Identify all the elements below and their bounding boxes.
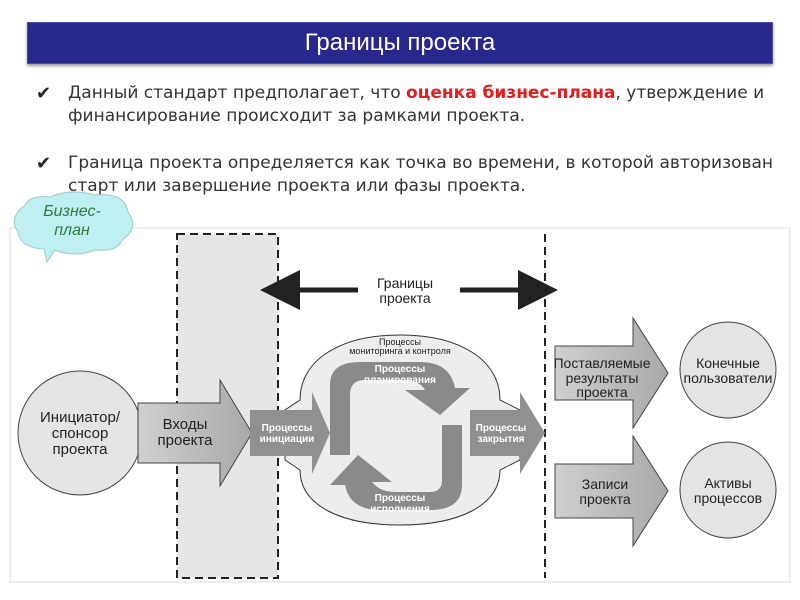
check-icon: ✔ xyxy=(36,83,52,104)
callout-text: Бизнес-план xyxy=(43,203,101,239)
deliverables-arrow xyxy=(554,316,669,430)
business-plan-callout xyxy=(13,191,134,264)
execution-arrow xyxy=(330,425,462,510)
assets-circle xyxy=(679,441,777,539)
inputs-arrow xyxy=(137,378,253,488)
bullet-1-highlight: оценка бизнес-плана xyxy=(406,83,616,103)
bullet-1: ✔ Данный стандарт предполагает, что оцен… xyxy=(36,82,776,128)
bullet-2-text: Граница проекта определяется как точка в… xyxy=(68,153,774,196)
bullet-2: ✔ Граница проекта определяется как точка… xyxy=(36,152,776,198)
planning-arrow xyxy=(330,362,470,455)
check-icon: ✔ xyxy=(36,153,52,174)
closing-arrow xyxy=(470,392,545,474)
bullet-1-text-end: , утверждение и финансирование происходи… xyxy=(68,83,765,126)
slide-title: Границы проекта xyxy=(27,22,773,64)
bullet-1-text: Данный стандарт предполагает, что xyxy=(68,83,407,103)
records-arrow xyxy=(554,434,669,548)
end-users-circle xyxy=(679,321,777,419)
initiation-arrow xyxy=(250,392,330,474)
